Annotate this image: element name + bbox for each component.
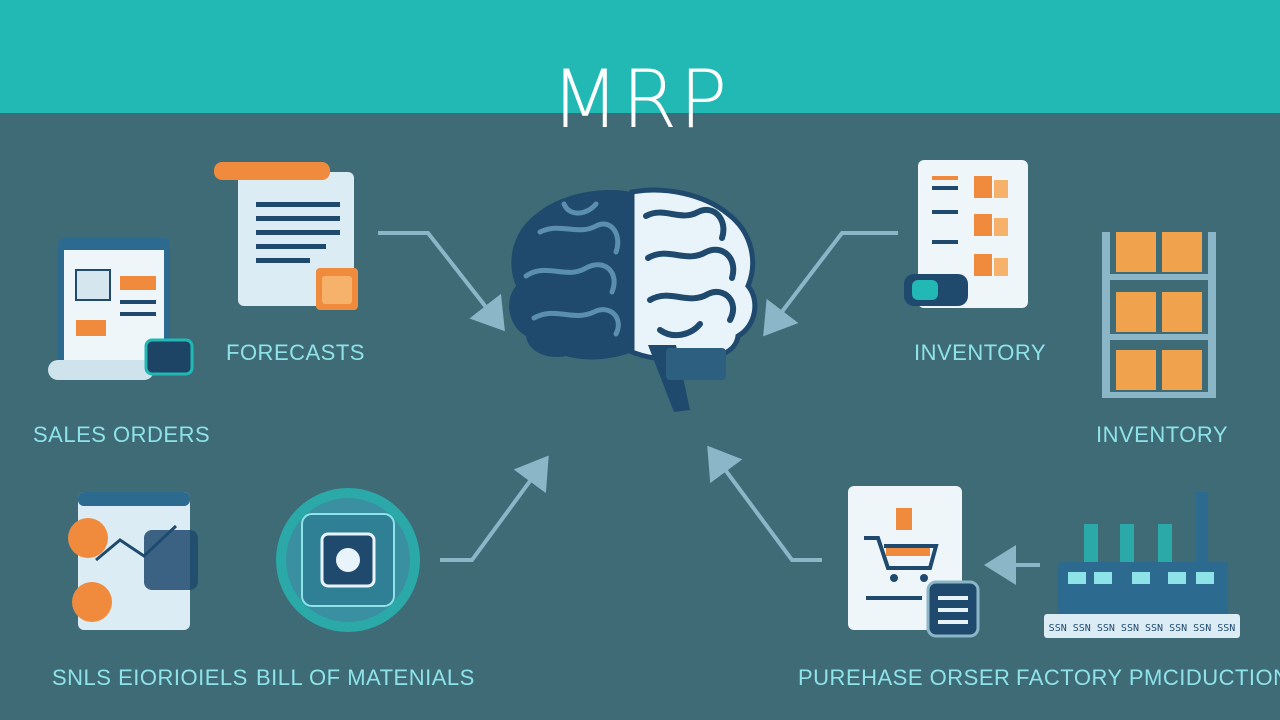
bill-of-materials-chip-icon: [276, 488, 420, 632]
arrow-forecasts-to-brain: [378, 231, 505, 332]
header-band: [0, 0, 1280, 113]
page-title: MRP: [550, 53, 730, 146]
label-sales-history: SNLS EIORIOIELS: [52, 665, 248, 690]
sales-orders-tablet-icon: [48, 238, 194, 380]
label-inventory-doc: INVENTORY: [914, 340, 1047, 365]
forecasts-document-icon: [214, 162, 358, 310]
label-forecasts: FORECASTS: [226, 340, 365, 365]
label-inventory-shelf: INVENTORY: [1096, 422, 1229, 447]
label-purchase-order: PUREHASE ORSER: [798, 665, 1011, 690]
factory-belt-label: SSN SSN SSN SSN SSN SSN SSN SSN: [1049, 623, 1236, 634]
inventory-document-icon: [904, 160, 1028, 308]
label-bill-of-materials: BILL OF MATENIALS: [256, 665, 475, 690]
label-factory-production: FACTORY PMCIDUCTION: [1016, 665, 1280, 690]
arrow-purchase-to-brain: [707, 445, 822, 562]
brain-icon: [509, 187, 758, 412]
label-sales-orders: SALES ORDERS: [33, 422, 211, 447]
sales-history-chart-icon: [68, 492, 198, 630]
arrow-inventory-to-brain: [763, 231, 898, 337]
arrow-bom-to-brain: [440, 455, 549, 562]
factory-icon: [1044, 492, 1240, 638]
purchase-order-cart-icon: [848, 486, 980, 638]
inventory-shelf-icon: [1102, 232, 1216, 398]
